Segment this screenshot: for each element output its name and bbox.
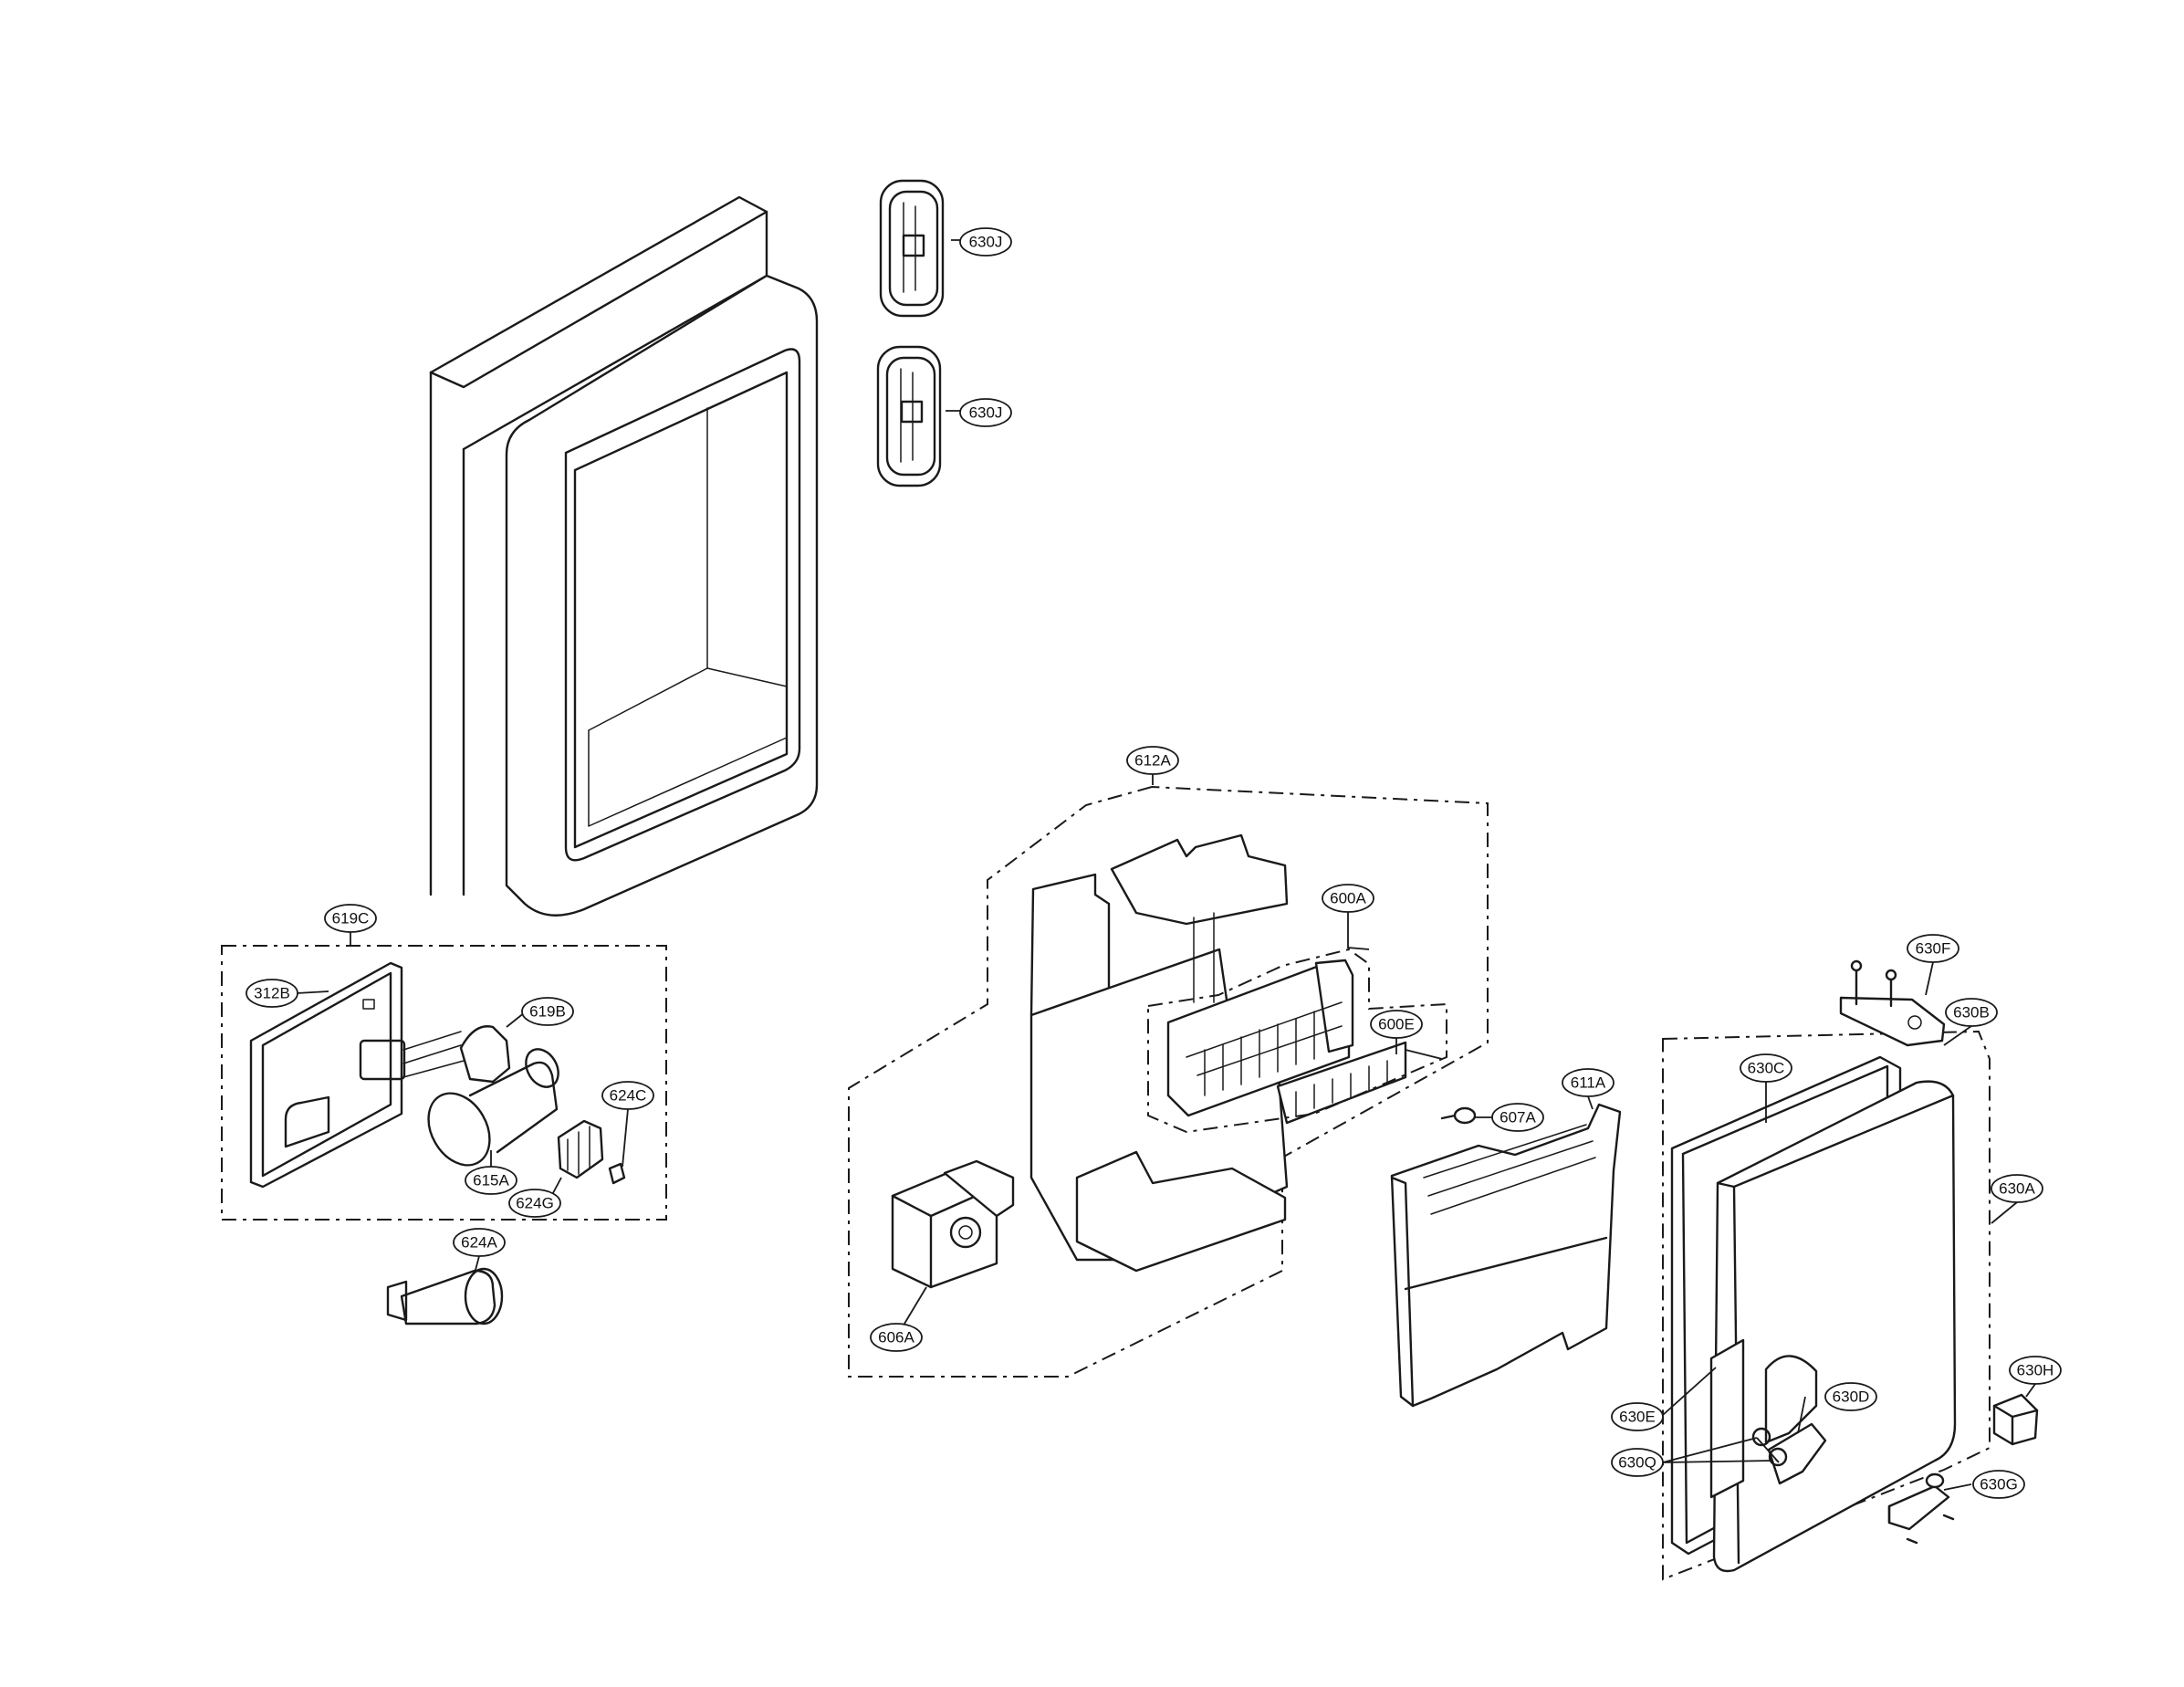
hinge-630g-drawing: [1887, 1472, 1955, 1545]
screw-607a-drawing: [1440, 1106, 1477, 1125]
svg-text:611A: 611A: [1571, 1074, 1606, 1092]
callout-312b: 312B: [246, 979, 298, 1008]
callout-630q: 630Q: [1611, 1448, 1664, 1477]
callout-630b: 630B: [1945, 998, 1998, 1027]
svg-text:630Q: 630Q: [1618, 1454, 1656, 1472]
svg-text:630D: 630D: [1833, 1388, 1870, 1406]
callout-630f: 630F: [1907, 934, 1959, 963]
svg-text:630B: 630B: [1953, 1004, 1990, 1022]
callout-630j-bottom: 630J: [959, 398, 1012, 427]
svg-text:607A: 607A: [1500, 1109, 1536, 1126]
callout-607a: 607A: [1491, 1103, 1544, 1132]
svg-text:630E: 630E: [1619, 1409, 1656, 1426]
cover-611a-drawing: [1390, 1103, 1622, 1408]
callout-624g: 624G: [508, 1189, 561, 1218]
svg-text:615A: 615A: [473, 1172, 509, 1189]
svg-text:630F: 630F: [1916, 940, 1951, 958]
callout-615a: 615A: [465, 1166, 517, 1195]
callout-630d: 630D: [1824, 1382, 1877, 1411]
handle-630j-top-drawing: [879, 179, 945, 318]
callout-630h: 630H: [2009, 1356, 2062, 1385]
hinge-630f-drawing: [1839, 959, 1946, 1047]
svg-text:619B: 619B: [529, 1003, 566, 1021]
callout-619b: 619B: [521, 997, 574, 1026]
svg-text:630J: 630J: [969, 234, 1003, 251]
callout-624a: 624A: [453, 1228, 506, 1257]
svg-text:600E: 600E: [1378, 1016, 1415, 1033]
freezer-door-630a-drawing: [1662, 1030, 1991, 1581]
svg-text:624A: 624A: [461, 1234, 497, 1252]
door-assembly-drawing: [429, 195, 819, 917]
svg-text:312B: 312B: [254, 985, 290, 1002]
water-filter-624a-drawing: [386, 1267, 504, 1326]
svg-text:612A: 612A: [1134, 752, 1171, 770]
ice-maker-assembly-drawing: [848, 785, 1489, 1378]
stopper-630h-drawing: [1992, 1393, 2039, 1446]
callout-630g: 630G: [1972, 1470, 2025, 1499]
callout-630c: 630C: [1740, 1053, 1792, 1083]
svg-text:624C: 624C: [610, 1087, 647, 1105]
callout-630e: 630E: [1611, 1402, 1664, 1431]
svg-text:630C: 630C: [1748, 1060, 1785, 1077]
svg-text:630A: 630A: [1999, 1180, 2035, 1198]
svg-text:630J: 630J: [969, 404, 1003, 422]
handle-630j-bottom-drawing: [876, 345, 942, 487]
svg-text:624G: 624G: [516, 1195, 554, 1212]
svg-text:630H: 630H: [2017, 1362, 2054, 1379]
svg-text:600A: 600A: [1330, 890, 1366, 907]
svg-text:630G: 630G: [1980, 1476, 2018, 1493]
callout-624c: 624C: [601, 1081, 654, 1110]
callout-612a: 612A: [1126, 746, 1179, 775]
callout-600a: 600A: [1322, 884, 1374, 913]
callout-600e: 600E: [1370, 1010, 1423, 1039]
callout-606a: 606A: [870, 1323, 923, 1352]
svg-text:606A: 606A: [878, 1329, 914, 1346]
svg-text:619C: 619C: [332, 910, 370, 927]
callout-619c: 619C: [324, 904, 377, 933]
callout-611a: 611A: [1562, 1068, 1614, 1097]
callout-630j-top: 630J: [959, 227, 1012, 257]
dispenser-housing-drawing: [221, 945, 667, 1221]
callout-630a: 630A: [1991, 1174, 2043, 1203]
